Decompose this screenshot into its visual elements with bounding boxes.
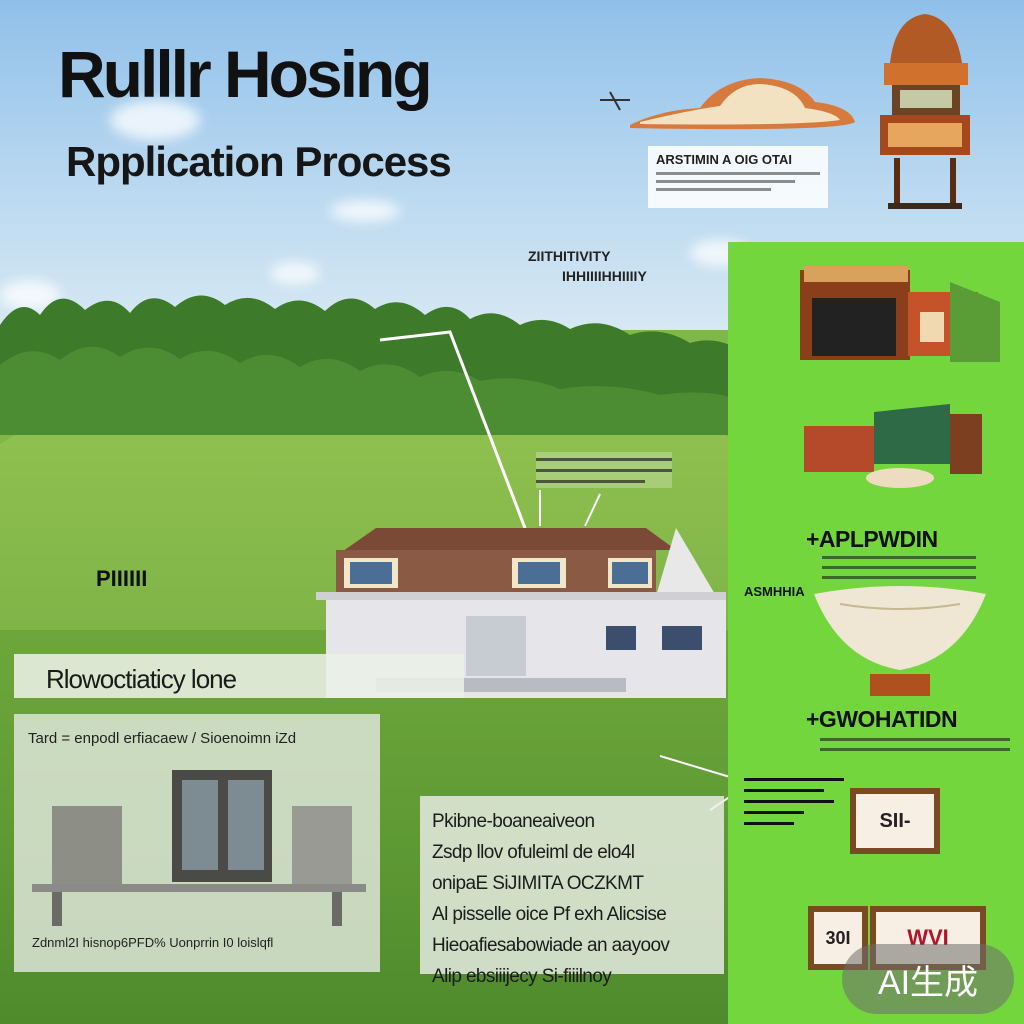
side-note: ASMHHIA [744,584,805,599]
info-line: Hieoafiesabowiade an aayoov [432,935,670,956]
step-heading-2: +GWOHATIDN [806,706,958,732]
text-scribble [820,738,1010,741]
sky-label-line: IHHIIIIHHIIIIY [562,268,647,284]
meadow-tag [536,452,672,488]
side-block [744,772,844,825]
info-line: Zsdp llov ofuleiml de elo4l [432,842,635,863]
meadow-label: PIIIIII [96,566,148,591]
overlay-label: Rlowoctiaticy lone [14,654,464,698]
callout-heading: ARSTIMIN A OIG OTAI [656,152,793,167]
text-scribble [656,180,796,183]
text-scribble [656,172,820,175]
text-scribble [820,748,1010,751]
cloud [110,100,200,140]
basin-illustration [814,586,986,696]
text-scribble [822,566,976,569]
sky-label: ZIITHITIVITY IHHIIIIHHIIIIY [528,248,668,284]
garden-shed-illustration [804,404,982,488]
sky-background [0,0,1024,330]
interior-footer: Zdnml2I hisnop6PFD% Uonprrin I0 loislqfl [32,935,274,950]
cloud [270,262,320,284]
shelter-illustration [880,14,970,209]
house-illustration [316,528,726,698]
interior-caption: Tard = enpodl erfiacaew / Sioenoimn iZd [28,730,297,747]
text-scribble [822,556,976,559]
info-line: Al pisselle oice Pf exh Alicsise [432,904,667,925]
sign-board: 30I [808,906,868,970]
sky-label-line: ZIITHITIVITY [528,248,611,264]
interior-illustration [32,770,366,926]
cabin-illustration [800,266,1000,362]
treeline [0,295,730,435]
info-line: Pkibne-boaneaiveon [432,811,595,832]
overlay-label-text: Rlowoctiaticy lone [46,664,237,694]
ai-generated-badge: AI生成 [842,944,1014,1014]
info-line: onipaE SiJIMITA OCZKMT [432,873,644,894]
interior-card: Tard = enpodl erfiacaew / Sioenoimn iZd … [14,714,380,972]
page-subtitle: Rpplication Process [66,138,452,185]
page-title: Rulllr Hosing [58,37,433,111]
callout-card: ARSTIMIN A OIG OTAI [648,146,828,208]
text-scribble [822,576,976,579]
text-scribble [656,188,771,191]
cloud [330,200,400,222]
info-line: Alip ebsiiijecy Si-fiiilnoy [432,966,612,987]
tent-illustration [600,78,855,130]
sign-board: SII- [850,788,940,854]
step-heading-1: +APLPWDIN [806,526,938,552]
info-text-card: Pkibne-boaneaiveon Zsdp llov ofuleiml de… [420,796,724,987]
